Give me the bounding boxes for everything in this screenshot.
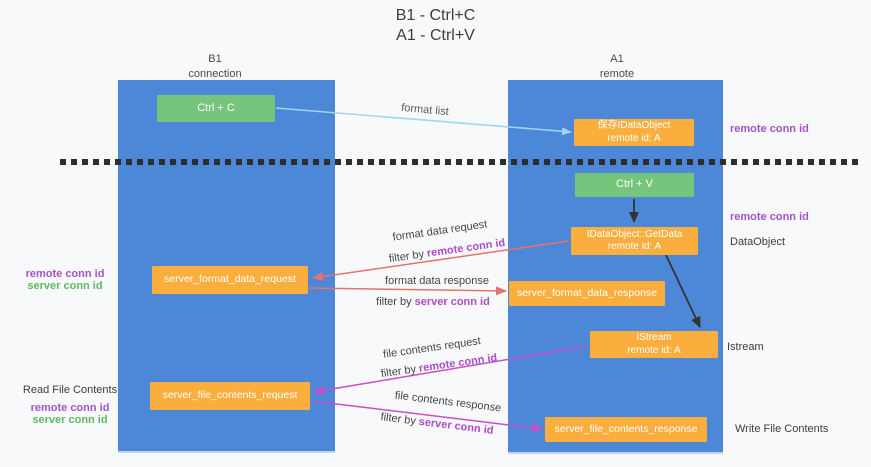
- node-getdata-line2: remote id: A: [607, 241, 662, 252]
- diagram-title: B1 - Ctrl+C A1 - Ctrl+V: [0, 6, 871, 46]
- node-server-file-contents-response-label: server_file_contents_response: [554, 422, 698, 435]
- side-label-remote-conn-id-left: remote conn id: [25, 268, 105, 280]
- side-label-dataobject: DataObject: [730, 236, 786, 248]
- node-server-format-data-request-label: server_format_data_request: [164, 273, 296, 286]
- side-label-write-file-contents: Write File Contents: [735, 423, 829, 435]
- format-data-response-arrow: [308, 286, 507, 296]
- phase-separator-dashed-line: [60, 159, 862, 165]
- lifeline-b1-title: B1: [208, 53, 222, 65]
- file-contents-request-arrow: [313, 345, 589, 395]
- node-istream: IStream remote id: A: [590, 331, 718, 358]
- node-server-file-contents-request-label: server_file_contents_request: [162, 389, 298, 402]
- node-istream-line2: remote id: A: [627, 344, 681, 356]
- node-server-format-data-request: server_format_data_request: [152, 266, 308, 294]
- node-getdata-line1: IDataObject::GetData: [586, 228, 683, 240]
- node-ctrl-v-label: Ctrl + V: [616, 178, 653, 191]
- node-server-format-data-response-label: server_format_data_response: [516, 286, 658, 299]
- node-ctrl-c-label: Ctrl + C: [197, 101, 235, 114]
- side-label-server-conn-id-left: server conn id: [27, 280, 103, 293]
- lifeline-header-b1: B1 connection: [155, 52, 275, 82]
- node-server-format-data-response: server_format_data_response: [509, 281, 665, 306]
- side-label-remote-conn-id-bottom-left: remote conn id: [30, 402, 110, 415]
- server-conn-id-text: server conn id: [414, 296, 490, 308]
- node-server-file-contents-response: server_file_contents_response: [545, 417, 707, 442]
- side-label-istream: Istream: [727, 341, 764, 353]
- side-label-remote-conn-id-top-right: remote conn id: [730, 123, 809, 135]
- lifeline-a1-subtitle: remote: [599, 67, 635, 80]
- format-list-arrow: [275, 107, 572, 136]
- getdata-to-istream-arrow: [665, 254, 701, 328]
- node-save-idataobject-line1: 保存IDataObject: [597, 120, 671, 131]
- side-label-read-file-contents: Read File Contents: [22, 384, 118, 396]
- node-ctrl-v: Ctrl + V: [575, 173, 694, 197]
- node-ctrl-c: Ctrl + C: [157, 95, 275, 122]
- side-label-remote-conn-id-mid-right: remote conn id: [730, 211, 809, 223]
- label-format-data-response: format data response: [385, 275, 489, 287]
- title-line-1: B1 - Ctrl+C: [395, 7, 476, 24]
- node-istream-line1: IStream: [636, 332, 672, 343]
- node-server-file-contents-request: server_file_contents_request: [150, 382, 310, 410]
- node-idataobject-getdata: IDataObject::GetData remote id: A: [571, 227, 698, 255]
- node-save-idataobject-line2: remote id: A: [607, 132, 661, 144]
- node-save-idataobject: 保存IDataObject remote id: A: [574, 119, 694, 146]
- lifeline-header-a1: A1 remote: [557, 52, 677, 82]
- title-line-2: A1 - Ctrl+V: [396, 27, 475, 44]
- lifeline-b1-subtitle: connection: [188, 67, 242, 80]
- file-contents-response-arrow: [311, 400, 543, 433]
- side-label-group-read-file-contents: Read File Contents remote conn id server…: [18, 384, 122, 426]
- filter-by-text: filter by: [376, 296, 412, 308]
- format-data-request-arrow: [312, 240, 570, 282]
- lifeline-a1-title: A1: [610, 53, 624, 65]
- side-label-server-conn-id-bottom-left: server conn id: [32, 414, 108, 427]
- side-label-group-conn-ids-left: remote conn id server conn id: [13, 268, 117, 292]
